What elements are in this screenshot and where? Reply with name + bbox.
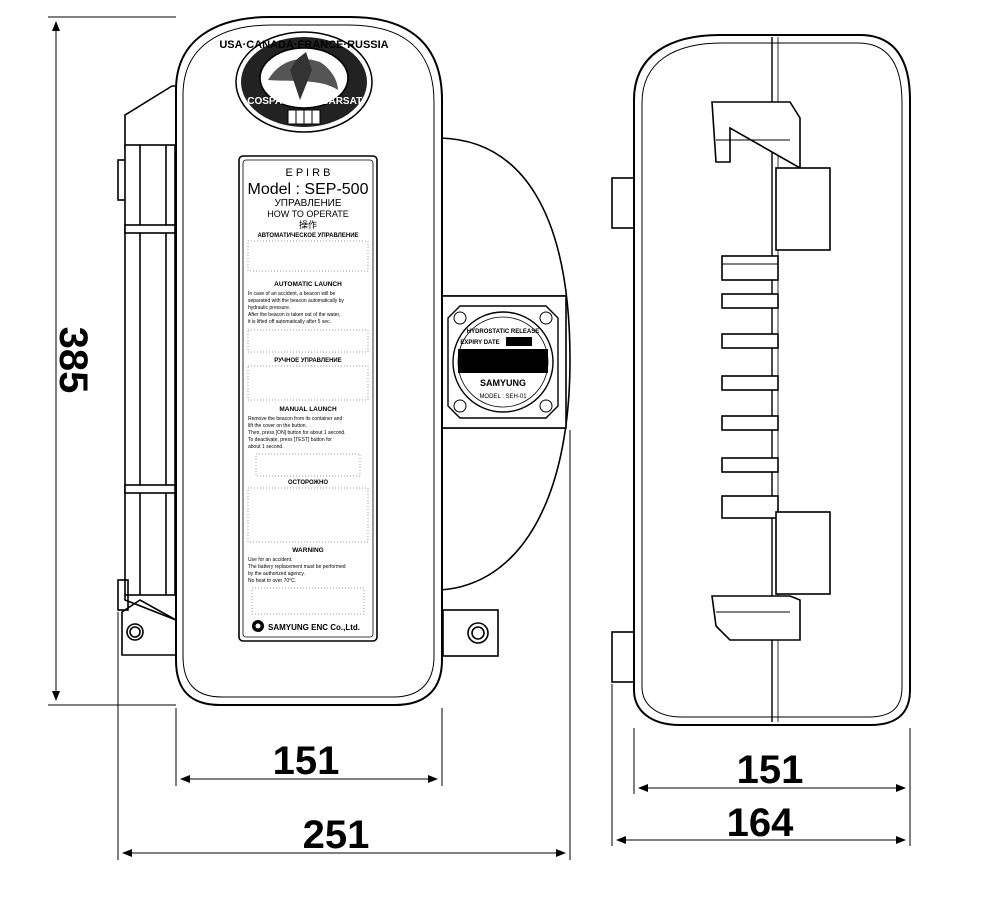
logo-right-text: SARSAT: [322, 96, 362, 107]
warning-text-line: by the authorized agency.: [248, 571, 305, 577]
label-warning-heading: WARNING: [292, 547, 323, 554]
nameplate-line1: HYDROSTATIC RELEASE: [467, 329, 539, 335]
dim-side-total-width: 164: [727, 801, 794, 845]
label-ru-auto-heading: АВТОМАТИЧЕСКОЕ УПРАВЛЕНИЕ: [257, 233, 358, 239]
manual-text-line: about 1 second.: [248, 444, 284, 450]
label-cjk-operate: 操作: [299, 219, 317, 231]
front-hinge-bracket: [117, 85, 177, 621]
warning-text-line: No heat to over 70°C.: [248, 578, 296, 584]
label-ru-manual-heading: РУЧНОЕ УПРАВЛЕНИЕ: [274, 358, 341, 364]
auto-text-line: In case of an accident, a beacon will be: [248, 291, 335, 297]
manual-text-line: Remove the beacon from its container and: [248, 416, 342, 422]
auto-text-line: it is lifted off automatically after 5 s…: [248, 319, 331, 325]
label-auto-heading: AUTOMATIC LAUNCH: [274, 281, 342, 288]
side-mount-ribs: [711, 101, 831, 641]
side-view: [611, 34, 911, 726]
front-right-mount-lug: [442, 609, 499, 657]
dim-height: 385: [51, 327, 95, 394]
dimension-lines: [48, 16, 911, 860]
label-model: Model : SEP-500: [248, 181, 369, 198]
nameplate-model: MODEL : SEH-01: [479, 394, 527, 400]
nameplate-expiry-label: EXPIRY DATE: [460, 340, 499, 346]
label-plate-text: E P I R B Model : SEP-500 УПРАВЛЕНИЕ HOW…: [248, 167, 369, 632]
label-title: E P I R B: [285, 167, 330, 179]
warning-text-line: Use for an accident.: [248, 557, 292, 563]
nameplate-brand: SAMYUNG: [480, 378, 526, 388]
logo-left-text: COSPAS: [247, 96, 289, 107]
auto-text-line: separated with the beacon automatically …: [248, 298, 344, 304]
auto-text-line: After the beacon is taken out of the wat…: [248, 312, 340, 318]
manual-text-line: lift the cover on the button.: [248, 423, 307, 429]
side-top-stub: [611, 177, 635, 229]
warning-text-line: The battery replacement must be performe…: [248, 564, 346, 570]
front-left-mount-lug: [121, 599, 177, 656]
dim-front-body-width: 151: [273, 739, 340, 783]
label-maker: SAMYUNG ENC Co.,Ltd.: [268, 623, 360, 632]
label-manual-heading: MANUAL LAUNCH: [279, 406, 337, 413]
instruction-label-plate: [238, 155, 378, 642]
side-bottom-stub: [611, 631, 635, 683]
manual-text-line: Then, press [ON] button for about 1 seco…: [248, 430, 346, 436]
cospas-sarsat-logo: [235, 31, 373, 133]
dim-side-body-width: 151: [737, 748, 804, 792]
maker-logo-icon: [252, 620, 264, 632]
front-bracket-halfdisc: [439, 137, 571, 591]
label-ru-operate: УПРАВЛЕНИЕ: [274, 198, 341, 209]
dim-front-total-width: 251: [303, 813, 370, 857]
manual-text-line: To deactivate, press [TEST] button for: [248, 437, 332, 443]
label-how-to-operate: HOW TO OPERATE: [267, 209, 349, 219]
auto-text-line: hydraulic pressure.: [248, 305, 290, 311]
hydrostatic-release-unit: [447, 305, 559, 419]
label-ru-warning-heading: ОСТОРОЖНО: [288, 480, 328, 486]
logo-top-text: USA·CANADA·FRANCE·RUSSIA: [219, 39, 388, 51]
